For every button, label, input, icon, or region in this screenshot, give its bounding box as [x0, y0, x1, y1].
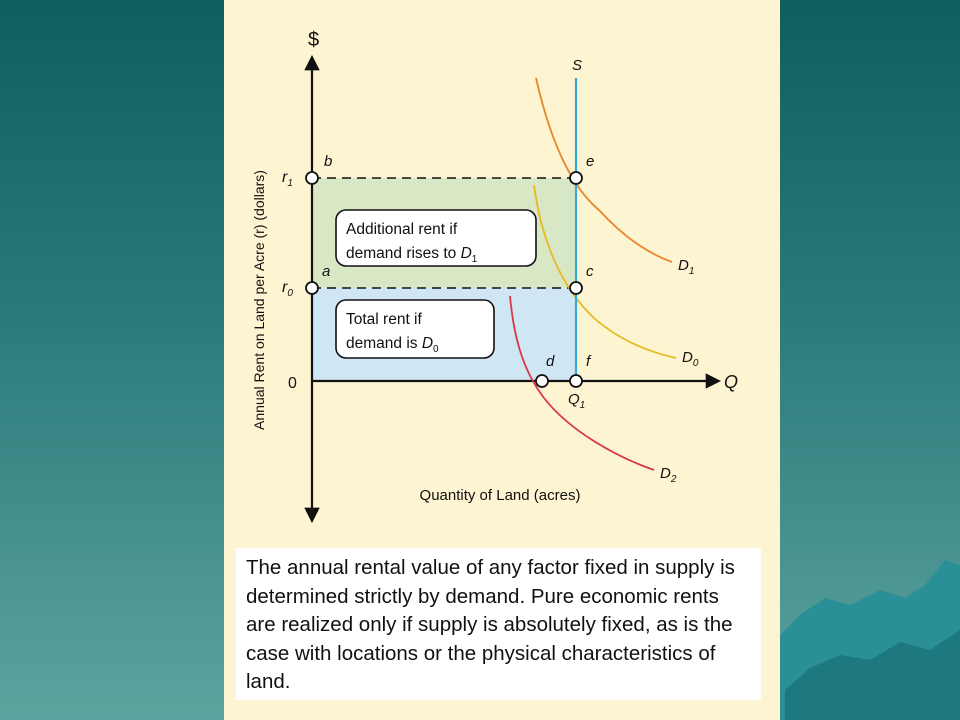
- label-d1: D1: [678, 257, 694, 277]
- tick-r1: r1: [282, 169, 293, 189]
- point-d: [535, 374, 549, 388]
- rent-diagram: Additional rent if demand rises to D1 To…: [251, 29, 738, 524]
- tick-q1: Q1: [568, 391, 585, 411]
- demand-curve-d1: [535, 77, 673, 263]
- total-rent-line1: Total rent if: [346, 311, 423, 328]
- x-axis-title: Q: [724, 372, 738, 392]
- label-e: e: [586, 153, 594, 170]
- caption-text: The annual rental value of any factor fi…: [246, 556, 735, 693]
- label-d0: D0: [682, 349, 699, 369]
- total-rent-line2: demand is D0: [346, 335, 439, 355]
- point-b: [305, 171, 319, 185]
- point-a: [305, 281, 319, 295]
- point-e: [569, 171, 583, 185]
- additional-rent-line1: Additional rent if: [346, 221, 458, 238]
- y-axis-label: Annual Rent on Land per Acre (r) (dollar…: [251, 170, 267, 430]
- point-f: [569, 374, 583, 388]
- figure-panel: Additional rent if demand rises to D1 To…: [224, 0, 780, 720]
- demand-curve-d0: [533, 184, 677, 359]
- point-c: [569, 281, 583, 295]
- label-a: a: [322, 263, 330, 280]
- additional-rent-box: [335, 209, 537, 267]
- label-d2: D2: [660, 465, 677, 485]
- tick-r0: r0: [282, 279, 293, 299]
- label-c: c: [586, 263, 594, 280]
- x-axis-label: Quantity of Land (acres): [420, 487, 581, 504]
- label-s: S: [572, 57, 582, 74]
- demand-curve-d2: [509, 295, 655, 471]
- total-rent-box: [335, 299, 495, 359]
- caption-box: The annual rental value of any factor fi…: [236, 548, 761, 700]
- label-b: b: [324, 153, 332, 170]
- y-axis-title: $: [308, 29, 319, 51]
- label-d: d: [546, 353, 555, 370]
- origin-label: 0: [288, 375, 297, 392]
- label-f: f: [586, 353, 592, 370]
- additional-rent-line2: demand rises to D1: [346, 245, 478, 265]
